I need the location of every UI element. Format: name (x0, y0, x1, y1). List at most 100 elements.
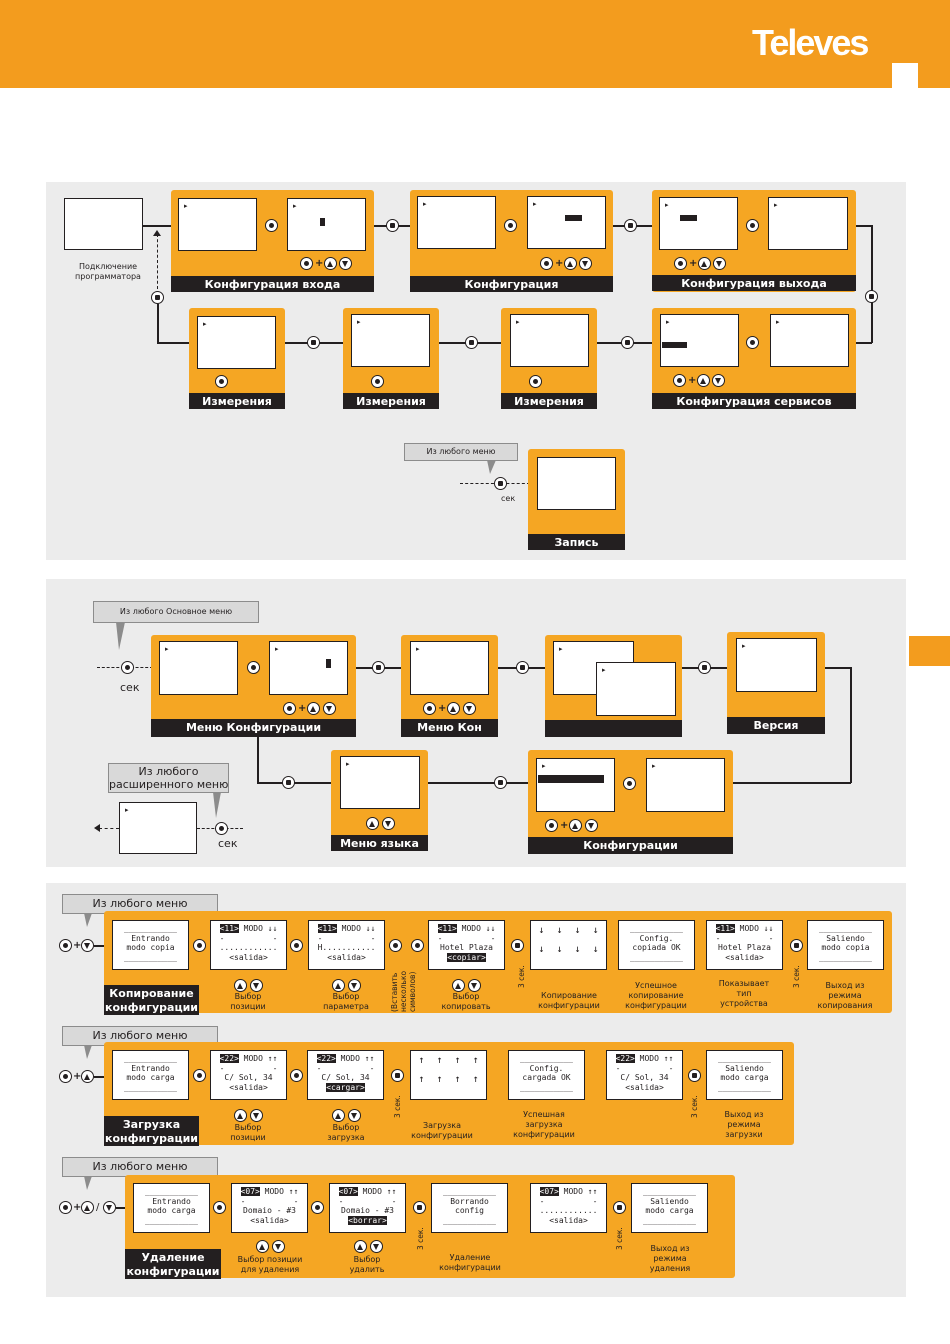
ok-button[interactable] (213, 1201, 226, 1214)
set-button[interactable] (790, 939, 803, 952)
set-button[interactable] (688, 1069, 701, 1082)
ok-button[interactable] (540, 257, 553, 270)
down-button[interactable] (348, 1109, 361, 1122)
ok-button[interactable] (283, 702, 296, 715)
ok-button[interactable] (265, 219, 278, 232)
lcd-load-5: ___________ Config. cargada OK _________… (508, 1050, 585, 1100)
lcd-screen: ▸ (770, 314, 849, 367)
connector (850, 667, 852, 783)
up-button[interactable] (332, 979, 345, 992)
ok-button[interactable] (529, 375, 542, 388)
down-button[interactable] (713, 257, 726, 270)
ok-button[interactable] (300, 257, 313, 270)
ok-button[interactable] (674, 257, 687, 270)
set-button[interactable] (613, 1201, 626, 1214)
caption: Выбор загрузка (327, 1123, 365, 1142)
ok-button[interactable] (121, 661, 134, 674)
lcd-delete-4: ___________ Borrando config ___________ (431, 1183, 508, 1233)
down-button[interactable] (103, 1201, 116, 1214)
ok-button[interactable] (673, 374, 686, 387)
up-button[interactable] (564, 257, 577, 270)
lcd-screen: ▸ (510, 314, 589, 367)
down-button[interactable] (272, 1240, 285, 1253)
ok-button[interactable] (371, 375, 384, 388)
ok-button[interactable] (59, 1070, 72, 1083)
set-button[interactable] (465, 336, 478, 349)
down-button[interactable] (348, 979, 361, 992)
ok-button[interactable] (504, 219, 517, 232)
ok-button[interactable] (389, 939, 402, 952)
ok-button[interactable] (423, 702, 436, 715)
ok-button[interactable] (623, 777, 636, 790)
set-button[interactable] (865, 290, 878, 303)
up-button[interactable] (447, 702, 460, 715)
connector (94, 945, 104, 947)
set-button[interactable] (372, 661, 385, 674)
up-button[interactable] (698, 257, 711, 270)
ok-button[interactable] (545, 819, 558, 832)
down-button[interactable] (250, 979, 263, 992)
down-button[interactable] (370, 1240, 383, 1253)
set-button[interactable] (511, 939, 524, 952)
ok-button[interactable] (411, 939, 424, 952)
callout-main-menu: Из любого Основное меню (93, 601, 259, 623)
ok-button[interactable] (215, 822, 228, 835)
up-button[interactable] (569, 819, 582, 832)
up-button[interactable] (324, 257, 337, 270)
down-button[interactable] (468, 979, 481, 992)
down-button[interactable] (463, 702, 476, 715)
up-button[interactable] (452, 979, 465, 992)
down-button[interactable] (81, 939, 94, 952)
ok-button[interactable] (59, 939, 72, 952)
up-button[interactable] (354, 1240, 367, 1253)
ok-button[interactable] (59, 1201, 72, 1214)
set-button[interactable] (494, 776, 507, 789)
set-button[interactable] (413, 1201, 426, 1214)
down-button[interactable] (339, 257, 352, 270)
set-button[interactable] (624, 219, 637, 232)
set-button[interactable] (391, 1069, 404, 1082)
set-button[interactable] (151, 291, 164, 304)
set-button[interactable] (494, 477, 507, 490)
up-button[interactable] (697, 374, 710, 387)
lcd-screen: ▸ (351, 314, 430, 367)
down-button[interactable] (382, 817, 395, 830)
header-notch (892, 63, 918, 89)
up-button[interactable] (81, 1070, 94, 1083)
ok-button[interactable] (215, 375, 228, 388)
down-button[interactable] (323, 702, 336, 715)
lcd-load-6: <22> MODO ↑↑ - - C/ Sol, 34 <salida> (606, 1050, 683, 1100)
up-button[interactable] (81, 1201, 94, 1214)
lcd-screen (537, 457, 616, 510)
ok-button[interactable] (746, 219, 759, 232)
ok-button[interactable] (290, 1069, 303, 1082)
ok-button[interactable] (193, 1069, 206, 1082)
lcd-copy-2: <11> MODO ↓↓ - - ............ <salida> (210, 920, 287, 970)
callout-tail (116, 622, 125, 650)
up-button[interactable] (332, 1109, 345, 1122)
ok-button[interactable] (746, 336, 759, 349)
down-button[interactable] (712, 374, 725, 387)
down-button[interactable] (585, 819, 598, 832)
set-button[interactable] (307, 336, 320, 349)
ok-button[interactable] (311, 1201, 324, 1214)
set-button[interactable] (698, 661, 711, 674)
lcd-screen: ▸ (340, 756, 420, 809)
up-button[interactable] (256, 1240, 269, 1253)
up-button[interactable] (366, 817, 379, 830)
set-button[interactable] (516, 661, 529, 674)
ok-button[interactable] (290, 939, 303, 952)
down-button[interactable] (250, 1109, 263, 1122)
programmer-caption: Подключение программатора (75, 262, 141, 281)
up-button[interactable] (234, 1109, 247, 1122)
plus-sign: + (688, 375, 697, 386)
set-button[interactable] (621, 336, 634, 349)
down-button[interactable] (579, 257, 592, 270)
set-button[interactable] (386, 219, 399, 232)
connector (94, 1076, 104, 1078)
ok-button[interactable] (247, 661, 260, 674)
ok-button[interactable] (193, 939, 206, 952)
up-button[interactable] (234, 979, 247, 992)
set-button[interactable] (282, 776, 295, 789)
up-button[interactable] (307, 702, 320, 715)
